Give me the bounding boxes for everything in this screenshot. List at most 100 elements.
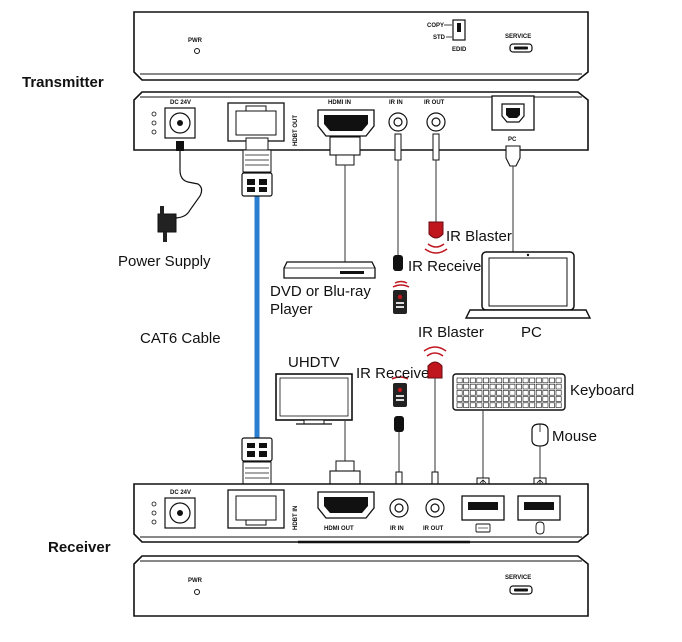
tx-hdbt-out-label: HDBT OUT <box>293 115 299 146</box>
dvd-label-line2: Player <box>270 301 313 318</box>
keyboard-key <box>516 377 522 384</box>
keyboard-key <box>549 377 555 384</box>
keyboard-key <box>542 377 549 384</box>
keyboard-key <box>483 390 489 396</box>
receiver-bottom-panel: PWR SERVICE <box>133 555 589 617</box>
keyboard-key <box>483 402 489 408</box>
keyboard-key <box>516 396 522 402</box>
keyboard-key <box>463 402 470 408</box>
mouse-label: Mouse <box>552 428 597 445</box>
keyboard-key <box>469 402 476 408</box>
keyboard-key <box>483 377 489 384</box>
keyboard-key <box>522 377 529 384</box>
keyboard-key <box>522 390 529 396</box>
keyboard-key <box>529 402 536 408</box>
keyboard-key <box>555 396 562 402</box>
keyboard-key <box>549 396 555 402</box>
keyboard-key <box>509 402 516 408</box>
keyboard-key <box>529 396 536 402</box>
keyboard-key <box>469 390 476 396</box>
keyboard-key <box>476 377 483 384</box>
power-supply-label: Power Supply <box>118 253 211 270</box>
keyboard-key <box>489 383 496 390</box>
cat6-cable <box>241 137 273 485</box>
keyboard-key <box>476 396 483 402</box>
rx-pwr-label: PWR <box>188 578 203 584</box>
keyboard-key <box>496 390 503 396</box>
keyboard-key <box>463 383 470 390</box>
keyboard-key <box>535 383 542 390</box>
keyboard-key <box>502 402 509 408</box>
edid-label: EDID <box>452 47 467 53</box>
keyboard-key <box>542 396 549 402</box>
keyboard-key <box>516 390 522 396</box>
tx-dc-label: DC 24V <box>170 100 191 106</box>
dvd-label-line1: DVD or Blu-ray <box>270 283 371 300</box>
keyboard-key <box>516 402 522 408</box>
keyboard-key <box>469 396 476 402</box>
mouse-port-icon <box>535 521 545 535</box>
copy-label: COPY <box>427 23 444 29</box>
rx-service-label: SERVICE <box>505 575 531 581</box>
tx-ir-receiver-label: IR Receiver <box>408 258 486 275</box>
rx-ir-receiver <box>391 376 409 497</box>
keyboard-key <box>529 383 536 390</box>
rx-dc-label: DC 24V <box>170 490 191 496</box>
rx-hdbt-in-label: HDBT IN <box>293 506 299 530</box>
keyboard <box>452 373 566 497</box>
keyboard-key <box>535 377 542 384</box>
transmitter-top-panel: PWR COPY STD EDID SERVICE <box>133 11 589 81</box>
tx-ir-blaster-label: IR Blaster <box>446 228 512 245</box>
keyboard-key <box>456 402 463 408</box>
keyboard-key <box>549 383 555 390</box>
keyboard-key <box>555 402 562 408</box>
keyboard-key <box>535 402 542 408</box>
keyboard-key <box>496 377 503 384</box>
keyboard-key <box>502 390 509 396</box>
keyboard-key <box>469 377 476 384</box>
dvd-player <box>283 136 376 279</box>
keyboard-key <box>456 390 463 396</box>
tx-service-label: SERVICE <box>505 34 531 40</box>
tx-ir-out-label: IR OUT <box>424 100 445 106</box>
rx-ir-receiver-label: IR Receiver <box>356 365 434 382</box>
keyboard-key <box>509 383 516 390</box>
rx-pwr-led <box>194 589 200 595</box>
keyboard-key <box>496 396 503 402</box>
keyboard-key <box>476 402 483 408</box>
tx-pwr-led <box>194 48 200 54</box>
keyboard-key <box>502 396 509 402</box>
keyboard-key <box>456 377 463 384</box>
keyboard-key <box>489 396 496 402</box>
keyboard-key <box>529 390 536 396</box>
keyboard-key <box>502 377 509 384</box>
receiver-front-panel: DC 24V HDBT IN HDMI OUT IR IN IR OUT <box>133 483 589 544</box>
tx-hdmi-in-label: HDMI IN <box>328 100 351 106</box>
keyboard-key <box>483 383 489 390</box>
power-supply <box>157 141 203 242</box>
keyboard-key <box>542 383 549 390</box>
keyboard-key <box>522 383 529 390</box>
rx-ir-out-label: IR OUT <box>423 526 444 532</box>
keyboard-key <box>476 383 483 390</box>
tx-ir-in-label: IR IN <box>389 100 403 106</box>
rx-ir-in-label: IR IN <box>390 526 404 532</box>
tx-pc-port-label: PC <box>508 137 517 143</box>
transmitter-label: Transmitter <box>22 74 104 91</box>
tx-ir-blaster <box>424 133 448 254</box>
keyboard-key <box>542 402 549 408</box>
keyboard-key <box>516 383 522 390</box>
keyboard-key <box>555 383 562 390</box>
keyboard-key <box>542 390 549 396</box>
receiver-label: Receiver <box>48 539 111 556</box>
tx-ir-receiver <box>392 133 410 314</box>
pc-label: PC <box>521 324 542 341</box>
keyboard-key <box>535 390 542 396</box>
keyboard-key <box>463 396 470 402</box>
keyboard-key <box>509 377 516 384</box>
keyboard-key <box>489 402 496 408</box>
rx-hdmi-out-label: HDMI OUT <box>324 526 354 532</box>
keyboard-key <box>522 402 529 408</box>
pc-laptop <box>464 145 592 319</box>
